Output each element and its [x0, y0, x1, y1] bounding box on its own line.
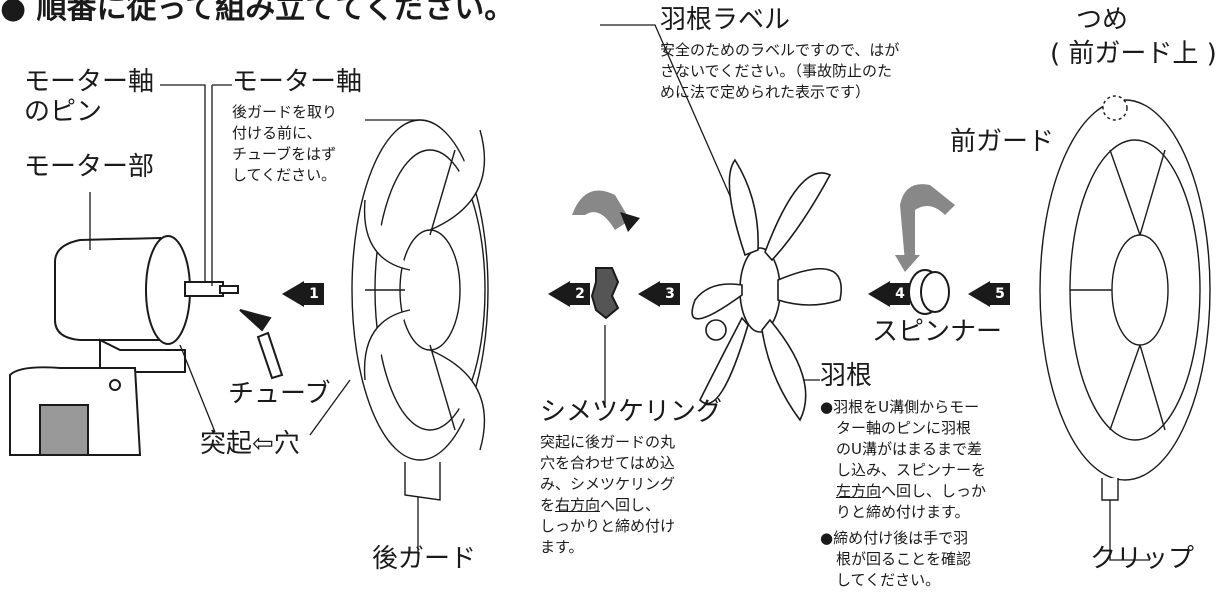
tab-sub-label: ( 前ガード上 ) [1050, 39, 1217, 69]
tab-label: つめ [1076, 5, 1129, 35]
left-arrow-icon [868, 281, 890, 307]
tube-label: チューブ [228, 379, 331, 409]
blade-label-note-2: さないでください。（事故防止のた [660, 62, 893, 80]
step-5-badge: 5 [990, 283, 1010, 305]
ring-note-5: しっかりと締め付け [540, 517, 676, 535]
step-3-arrow: 3 [638, 281, 680, 307]
ring-note-3: み、シメツケリング [540, 475, 676, 493]
ring-label: シメツケリング [540, 397, 723, 427]
motor-unit-label: モーター部 [24, 152, 155, 182]
motor-shaft-pin-label-2: のピン [24, 97, 103, 127]
blade-illustration [691, 158, 842, 422]
spinner-illustration [895, 184, 955, 315]
rear-guard-illustration [351, 119, 489, 501]
blade-title: 羽根 [820, 361, 873, 391]
ring-note-wo: を [540, 496, 556, 514]
step-2-arrow: 2 [548, 281, 590, 307]
blade-note-8: 根が回ることを確認 [836, 550, 972, 568]
blade-note-5: 左方向へ回し、しっか [836, 481, 986, 502]
left-arrow-icon [282, 281, 304, 307]
blade-label-title: 羽根ラベル [660, 5, 791, 35]
blade-note-7: ●締め付け後は手で羽 [820, 529, 969, 547]
step-5-arrow: 5 [968, 281, 1010, 307]
ring-note-direction: 右方向 [555, 496, 601, 514]
step-4-arrow: 4 [868, 281, 910, 307]
left-arrow-icon [968, 281, 990, 307]
blade-note-direction: 左方向 [836, 482, 882, 500]
motor-shaft-note-4: してください。 [232, 166, 337, 184]
protrusion-hole-label: 突起⇦穴 [200, 429, 300, 459]
motor-unit-illustration [9, 235, 239, 456]
left-arrow-icon [638, 281, 660, 307]
ring-note-2: 穴を合わせてはめ込 [540, 454, 675, 472]
motor-shaft-label: モーター軸 [232, 67, 363, 97]
motor-shaft-pin-label-1: モーター軸 [24, 67, 155, 97]
blade-note-1: ●羽根をU溝側からモー [820, 398, 980, 416]
blade-note-4: し込み、スピンナーを [836, 461, 987, 479]
blade-note-6: りと締め付けます。 [836, 503, 970, 521]
clip-label: クリップ [1090, 544, 1195, 574]
blade-note-3: のU溝がはまるまで差 [836, 440, 982, 458]
step-3-badge: 3 [660, 283, 680, 305]
ring-illustration [572, 190, 640, 320]
blade-note-9: してください。 [836, 571, 941, 589]
ring-note-4: を右方向へ回し、 [540, 495, 660, 516]
blade-note-2: ター軸のピンに羽根 [836, 419, 972, 437]
motor-shaft-note-2: 付ける前に、 [232, 124, 322, 142]
front-guard-label: 前ガード [950, 127, 1055, 157]
motor-shaft-note-1: 後ガードを取り [232, 103, 338, 121]
step-2-badge: 2 [570, 283, 590, 305]
motor-shaft-note-3: チューブをはず [232, 145, 337, 163]
ring-note-6: ます。 [540, 538, 584, 556]
blade-note-turn: へ回し、しっか [881, 482, 987, 500]
blade-label-note-3: めに法で定められた表示です） [660, 83, 871, 101]
spinner-label: スピンナー [872, 317, 1003, 347]
ring-note-turn: へ回し、 [600, 496, 661, 514]
step-4-badge: 4 [890, 283, 910, 305]
ring-note-1: 突起に後ガードの丸 [540, 433, 676, 451]
rear-guard-label: 後ガード [372, 544, 477, 574]
front-guard-illustration [1039, 95, 1211, 501]
step-1-arrow: 1 [282, 281, 324, 307]
left-arrow-icon [548, 281, 570, 307]
tube-illustration [239, 309, 284, 380]
blade-label-note-1: 安全のためのラベルですので、はが [660, 41, 900, 59]
step-1-badge: 1 [304, 283, 324, 305]
page-title: ● 順番に従って組み立ててください。 [0, 0, 515, 26]
